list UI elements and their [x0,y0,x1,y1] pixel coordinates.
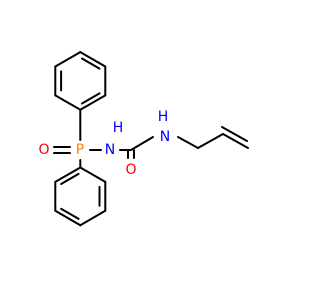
bond [79,166,107,183]
lower-phenyl-ring [54,166,107,227]
vinyl-double-bond [221,126,248,142]
molecule-structure: P O H N H N O [38,51,249,227]
vinyl-double-bond [222,133,249,149]
bond [79,209,107,227]
bond [54,166,82,183]
aromatic-inner-bond [81,92,101,105]
aromatic-inner-bond [60,207,80,220]
bond [79,51,107,68]
phosphoramide-nh-hydrogen-label: H [113,120,124,136]
bond [79,94,107,111]
phosphoryl-oxygen-label: O [38,142,49,158]
aromatic-inner-bond [60,172,80,185]
carbonyl-oxygen-label: O [125,162,136,178]
ch2-ch-bond [197,133,224,149]
bond [54,94,82,111]
allyl-nitrogen-label: N [160,129,170,145]
bond [54,209,82,227]
phosphorus-label: P [76,142,84,158]
bond [54,51,82,68]
upper-phenyl-ring [54,51,107,111]
aromatic-inner-bond [81,57,101,70]
phosphoramide-nitrogen-label: N [105,142,115,158]
c-n-bond [130,136,154,151]
n-ch2-bond [177,136,199,149]
allyl-nh-hydrogen-label: H [158,109,169,125]
